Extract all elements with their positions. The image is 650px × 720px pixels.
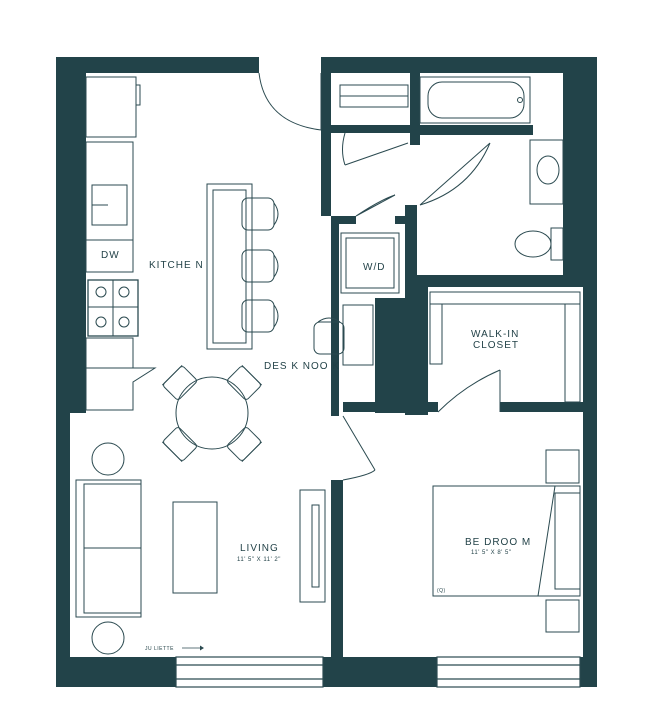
- tv-console[interactable]: [299, 489, 326, 603]
- sofa[interactable]: [75, 479, 142, 618]
- closet-shelf-left: [429, 303, 443, 365]
- side-table[interactable]: [91, 442, 125, 476]
- bath-wall-g: [405, 275, 583, 287]
- bedroom-door: [342, 415, 376, 481]
- vanity[interactable]: [529, 139, 564, 205]
- central-wall-upper: [321, 73, 331, 216]
- dining-chair[interactable]: [226, 364, 263, 400]
- desk[interactable]: [342, 304, 374, 366]
- bath-wall-a: [410, 73, 420, 145]
- label-living: LIVING: [240, 543, 279, 554]
- bed[interactable]: [432, 485, 581, 597]
- bath-wall-c: [420, 125, 533, 135]
- label-dw: DW: [101, 250, 120, 261]
- closet-wall-bottom-b: [500, 402, 583, 412]
- nightstand[interactable]: [545, 599, 580, 633]
- bath-interior: [420, 135, 563, 275]
- outer-wall-left: [56, 57, 70, 687]
- label-bedroom-dims: 11' 5" X 8' 5": [471, 550, 511, 556]
- walls: [56, 57, 597, 687]
- label-desk-nook: DES K NOO K: [264, 361, 340, 372]
- wd-wall-right: [395, 216, 407, 224]
- linen-door: [342, 132, 409, 166]
- juliette-arrow: [182, 645, 204, 651]
- bar-stool[interactable]: [241, 299, 279, 333]
- counter-corner: [85, 367, 157, 411]
- closet-shelf-top: [429, 291, 581, 305]
- windows: [175, 656, 581, 688]
- closet-shelf-right: [564, 303, 581, 403]
- living-furniture: [75, 442, 326, 655]
- outer-wall-right: [583, 57, 597, 687]
- bedroom-furniture: [432, 449, 581, 633]
- central-wall-mid: [331, 216, 339, 416]
- dining-set: [161, 364, 263, 463]
- label-bedroom-note: (Q): [437, 588, 446, 594]
- washer-dryer[interactable]: [340, 232, 400, 294]
- tub-interior: [420, 73, 563, 125]
- label-juliette: JU LIETTE: [145, 646, 174, 652]
- label-closet: CLOSET: [473, 340, 519, 351]
- closet-door: [437, 369, 501, 413]
- doors: [258, 72, 501, 481]
- island: [206, 183, 253, 350]
- linen-interior: [331, 73, 410, 125]
- kitchen-fixtures: [85, 76, 279, 411]
- entry-door: [258, 72, 322, 131]
- bath-wall-d: [563, 73, 583, 278]
- nightstand[interactable]: [545, 449, 580, 484]
- label-walk-in: WALK-IN: [471, 329, 519, 340]
- counter-lower: [85, 337, 134, 369]
- bath-wall-b: [331, 125, 411, 133]
- central-wall-lower: [331, 480, 343, 660]
- window-juliette: [175, 656, 324, 688]
- desk-chair[interactable]: [313, 317, 345, 355]
- kitchen-side-wall: [70, 73, 86, 413]
- bath-door: [419, 142, 491, 206]
- bar-stool[interactable]: [241, 249, 279, 283]
- dining-chair[interactable]: [161, 426, 197, 463]
- label-wd: W/D: [363, 262, 385, 273]
- desk-interior: [339, 298, 375, 402]
- bar-stool[interactable]: [241, 197, 279, 231]
- wd-door: [355, 194, 396, 217]
- closet-interior: [428, 287, 583, 402]
- fridge[interactable]: [85, 76, 137, 138]
- outer-wall-top-left: [56, 57, 259, 73]
- dishwasher[interactable]: [85, 239, 134, 273]
- dining-table[interactable]: [175, 376, 249, 450]
- desk-nook-wall: [375, 298, 405, 413]
- bath-sink: [536, 155, 560, 185]
- window-bedroom: [436, 656, 581, 688]
- closet-fixtures: [429, 291, 581, 403]
- dining-chair[interactable]: [161, 364, 197, 400]
- closet-wall-left: [405, 287, 428, 415]
- label-kitchen: KITCHE N: [149, 260, 204, 271]
- label-bedroom: BE DROO M: [465, 537, 531, 548]
- coffee-table[interactable]: [172, 501, 218, 594]
- bathroom-fixtures: [339, 76, 564, 261]
- side-table[interactable]: [91, 621, 125, 655]
- wd-wall-top: [331, 216, 356, 224]
- label-living-dims: 11' 5" X 11' 2": [237, 557, 281, 563]
- wd-interior: [339, 224, 405, 298]
- outer-wall-top-right: [321, 57, 597, 73]
- dining-chair[interactable]: [226, 426, 263, 463]
- desk-nook: [313, 304, 374, 366]
